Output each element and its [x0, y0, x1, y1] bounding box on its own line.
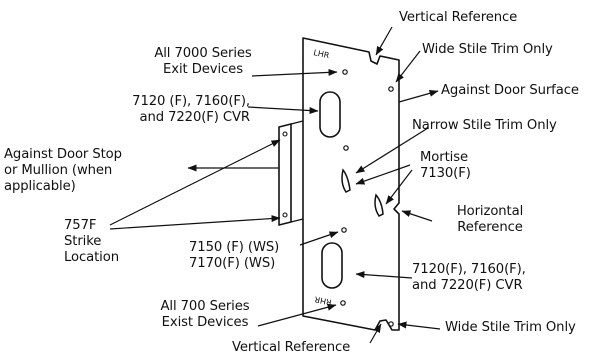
label-ws-line1: 7150 (F) (WS) [189, 240, 280, 255]
label-door-stop: Against Door Stop or Mullion (when appli… [4, 147, 122, 195]
label-strike-location: 757F Strike Location [64, 218, 119, 266]
label-mortise-line1: Mortise [420, 150, 468, 165]
leader-wide-stile-top [395, 50, 421, 83]
label-cvr-top-line2: and 7220(F) CVR [139, 110, 250, 125]
leader-narrow-stile [355, 127, 429, 174]
flange-fold-line [290, 120, 304, 125]
leader-cvr-bottom [355, 271, 413, 279]
label-door-stop-line1: Against Door Stop [4, 147, 122, 162]
label-ws-trim: 7150 (F) (WS) 7170(F) (WS) [189, 240, 279, 272]
label-mortise: Mortise 7130(F) [420, 150, 471, 182]
rhr-mark: RHR [313, 294, 332, 306]
leader-mortise-left [355, 164, 411, 185]
hole-strike-upper [282, 131, 288, 137]
hole-narrow-stile [343, 145, 349, 151]
lhr-mark: LHR [313, 48, 331, 60]
upper-cvr-slot [319, 91, 341, 138]
leader-wide-stile-bottom [397, 321, 441, 330]
label-wide-stile-top: Wide Stile Trim Only [422, 42, 553, 57]
label-mortise-line2: 7130(F) [420, 166, 471, 181]
label-all-7000-line1: All 7000 Series [154, 46, 252, 61]
leader-vertical-reference-top [375, 26, 393, 56]
strike-flange [278, 123, 292, 226]
label-horizontal-line2: Reference [457, 220, 523, 235]
hole-strike-lower [282, 212, 288, 218]
label-vertical-reference-bottom: Vertical Reference [232, 340, 351, 355]
leader-cvr-top [247, 106, 319, 115]
mortise-cutout-right [374, 193, 384, 217]
leader-mortise-right [385, 169, 413, 205]
hole-7000-series [342, 69, 348, 75]
label-narrow-stile: Narrow Stile Trim Only [412, 118, 557, 133]
label-strike-line3: Location [64, 250, 119, 265]
hole-700-series [340, 300, 346, 306]
leader-strike-upper [109, 139, 281, 226]
label-vertical-reference-top: Vertical Reference [399, 10, 518, 25]
label-cvr-top: 7120 (F), 7160(F), and 7220(F) CVR [84, 94, 250, 126]
label-against-door-surface: Against Door Surface [441, 83, 579, 98]
leader-vertical-reference-bottom [369, 323, 382, 344]
label-cvr-bottom-line1: 7120(F), 7160(F), [412, 262, 526, 277]
label-all-700-series: All 700 Series Exist Devices [140, 299, 270, 331]
label-horizontal-reference: Horizontal Reference [430, 204, 550, 236]
label-ws-line2: 7170(F) (WS) [189, 256, 276, 271]
label-horizontal-line1: Horizontal [456, 204, 524, 219]
label-all-7000-series: All 7000 Series Exit Devices [138, 46, 268, 78]
leader-against-door-surface [398, 89, 439, 103]
label-strike-line2: Strike [64, 234, 102, 249]
leader-strike-lower [109, 215, 281, 230]
label-all-700-line2: Exist Devices [161, 315, 249, 330]
template-plate [302, 37, 400, 331]
label-cvr-bottom-line2: and 7220(F) CVR [412, 278, 523, 293]
mortise-cutout-left [341, 168, 351, 193]
lower-cvr-slot [321, 242, 343, 289]
hole-wide-stile-bottom [388, 321, 394, 327]
label-all-7000-line2: Exit Devices [163, 62, 243, 77]
leader-horizontal-reference [401, 210, 433, 222]
label-door-stop-line2: or Mullion (when [4, 163, 113, 178]
label-door-stop-line3: applicable) [4, 179, 76, 194]
leader-all-700 [257, 303, 337, 327]
label-strike-line1: 757F [64, 218, 97, 233]
label-cvr-top-line1: 7120 (F), 7160(F), [132, 94, 250, 109]
flange-fold-line-bottom [290, 218, 304, 223]
label-cvr-bottom: 7120(F), 7160(F), and 7220(F) CVR [412, 262, 526, 294]
hole-ws-trim [341, 227, 347, 233]
label-wide-stile-bottom: Wide Stile Trim Only [445, 320, 576, 335]
leader-all-7000 [251, 68, 338, 77]
leader-ws-trim [299, 231, 339, 246]
hole-wide-stile-top [388, 86, 394, 92]
label-all-700-line1: All 700 Series [160, 299, 250, 314]
